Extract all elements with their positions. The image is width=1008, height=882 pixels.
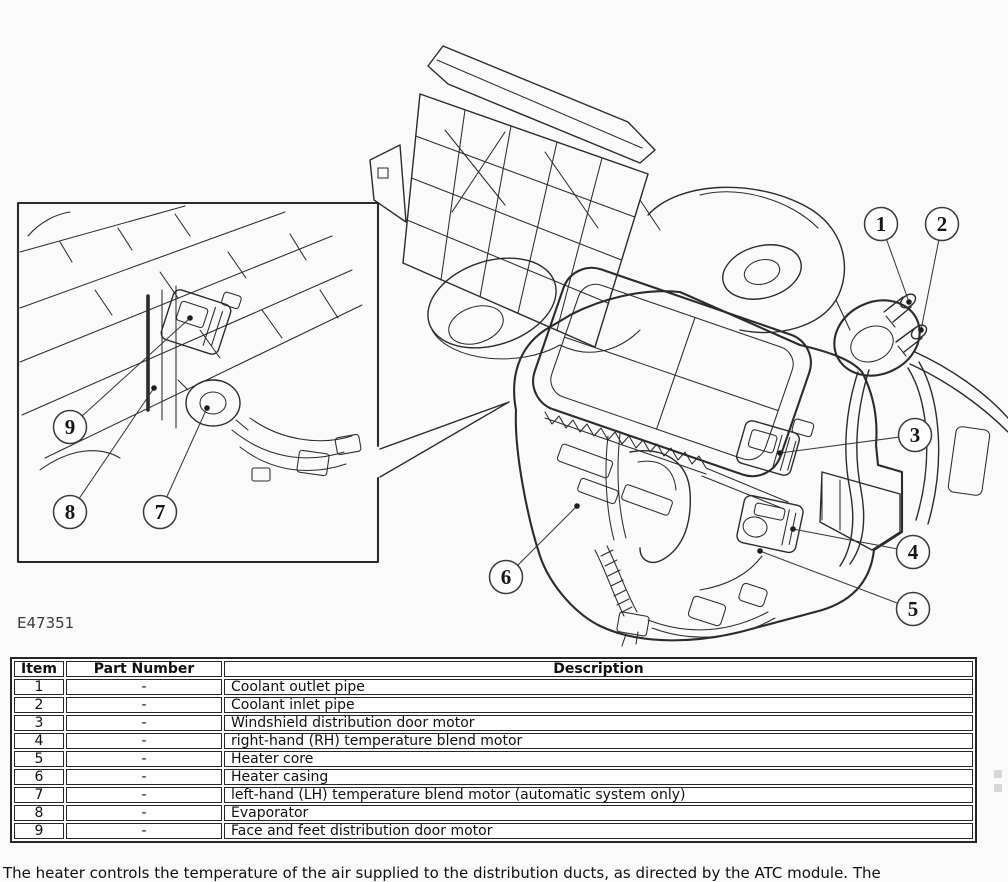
callout-circle <box>863 206 899 242</box>
part-number-cell: - <box>66 715 222 731</box>
callout-target-dot <box>574 503 580 509</box>
column-header: Description <box>224 661 973 677</box>
callout-target-dot <box>204 405 210 411</box>
callout-7: 7 <box>142 405 210 530</box>
item-cell: 8 <box>14 805 64 821</box>
table-row: 3-Windshield distribution door motor <box>14 715 973 731</box>
table-row: 1-Coolant outlet pipe <box>14 679 973 695</box>
callout-number: 6 <box>501 565 512 589</box>
callout-circle <box>897 417 933 453</box>
item-cell: 4 <box>14 733 64 749</box>
callout-circle <box>895 591 931 627</box>
description-cell: right-hand (RH) temperature blend motor <box>224 733 973 749</box>
callout-target-dot <box>777 450 783 456</box>
callout-1: 1 <box>863 206 912 305</box>
part-number-cell: - <box>66 823 222 839</box>
part-number-cell: - <box>66 805 222 821</box>
callout-number: 7 <box>155 500 166 524</box>
callout-3: 3 <box>777 417 933 456</box>
callout-circle <box>488 559 524 595</box>
table-row: 7-left-hand (LH) temperature blend motor… <box>14 787 973 803</box>
part-number-cell: - <box>66 769 222 785</box>
description-cell: Coolant outlet pipe <box>224 679 973 695</box>
callout-circle <box>895 534 931 570</box>
description-cell: Windshield distribution door motor <box>224 715 973 731</box>
table-row: 2-Coolant inlet pipe <box>14 697 973 713</box>
callout-circle <box>142 494 178 530</box>
callout-circle <box>52 494 88 530</box>
item-cell: 3 <box>14 715 64 731</box>
description-cell: Heater core <box>224 751 973 767</box>
table-row: 8-Evaporator <box>14 805 973 821</box>
table-row: 6-Heater casing <box>14 769 973 785</box>
table-row: 4-right-hand (RH) temperature blend moto… <box>14 733 973 749</box>
part-number-cell: - <box>66 697 222 713</box>
description-cell: Heater casing <box>224 769 973 785</box>
item-cell: 2 <box>14 697 64 713</box>
callout-number: 2 <box>937 212 948 236</box>
callout-number: 9 <box>65 415 76 439</box>
callout-number: 4 <box>908 540 919 564</box>
description-cell: Evaporator <box>224 805 973 821</box>
blower-assembly <box>369 45 851 360</box>
callout-circle <box>52 409 88 445</box>
inset-pointer-arrow <box>379 401 510 478</box>
part-number-cell: - <box>66 679 222 695</box>
item-cell: 1 <box>14 679 64 695</box>
callout-8: 8 <box>52 385 157 530</box>
description-cell: left-hand (LH) temperature blend motor (… <box>224 787 973 803</box>
callout-target-dot <box>187 315 193 321</box>
callout-target-dot <box>918 327 924 333</box>
part-number-cell: - <box>66 733 222 749</box>
description-cell: Face and feet distribution door motor <box>224 823 973 839</box>
table-row: 9-Face and feet distribution door motor <box>14 823 973 839</box>
table-row: 5-Heater core <box>14 751 973 767</box>
callout-layer: 1 2 3 4 5 6 7 8 9 <box>52 206 960 627</box>
callout-5: 5 <box>757 548 931 627</box>
callout-target-dot <box>151 385 157 391</box>
figure-code-label: E47351 <box>17 614 74 632</box>
callout-number: 8 <box>65 500 76 524</box>
callout-9: 9 <box>52 315 193 445</box>
callout-target-dot <box>790 526 796 532</box>
item-cell: 7 <box>14 787 64 803</box>
heater-assembly <box>513 266 1008 647</box>
callout-number: 5 <box>908 597 919 621</box>
callout-circle <box>924 206 960 242</box>
part-number-cell: - <box>66 751 222 767</box>
item-cell: 6 <box>14 769 64 785</box>
callout-target-dot <box>906 299 912 305</box>
callout-2: 2 <box>918 206 960 333</box>
callout-number: 3 <box>910 423 921 447</box>
inset-box <box>16 201 380 564</box>
heater-parts-diagram: 1 2 3 4 5 6 7 8 9 E47351 <box>16 45 1008 647</box>
item-cell: 5 <box>14 751 64 767</box>
item-cell: 9 <box>14 823 64 839</box>
column-header: Part Number <box>66 661 222 677</box>
callout-4: 4 <box>790 526 931 570</box>
part-number-cell: - <box>66 787 222 803</box>
gray-chip <box>994 770 1002 778</box>
column-header: Item <box>14 661 64 677</box>
gray-chip <box>994 784 1002 792</box>
callout-number: 1 <box>876 212 887 236</box>
callout-6: 6 <box>488 503 580 595</box>
description-cell: Coolant inlet pipe <box>224 697 973 713</box>
callout-target-dot <box>757 548 763 554</box>
